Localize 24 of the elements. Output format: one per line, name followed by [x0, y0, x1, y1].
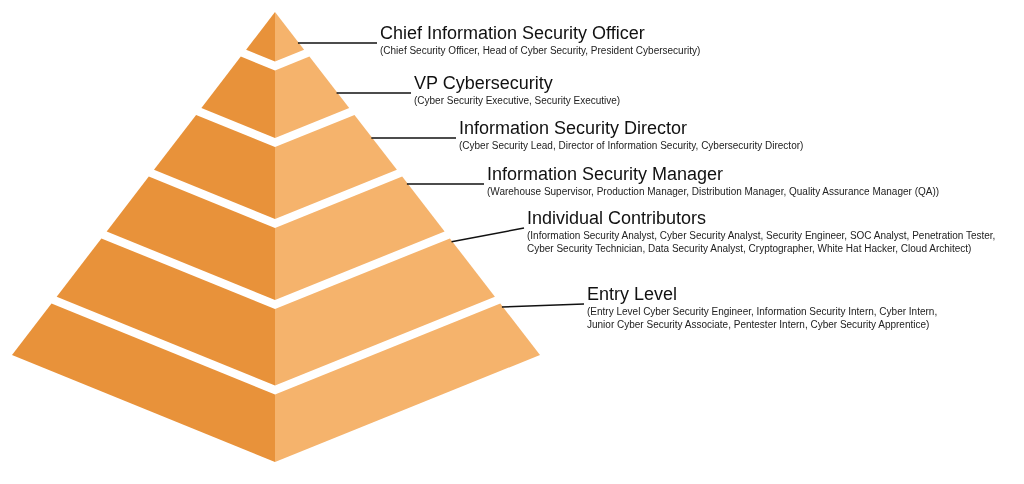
tier-description: (Information Security Analyst, Cyber Security Analyst, Security Engineer, SOC Analyst, Penetration Tester, Cyber Security Technician, Data Security Analyst, Cryptographer, White Hat Hacker, Cloud Architect) [527, 229, 997, 255]
pyramid-tier [201, 56, 350, 138]
leader-line [406, 183, 485, 185]
leader-line [335, 92, 412, 94]
pyramid-tier [56, 238, 495, 386]
tier-description: (Cyber Security Executive, Security Executive) [414, 94, 622, 107]
tier-title: Entry Level [587, 283, 678, 305]
tier-title: Individual Contributors [527, 207, 707, 229]
leader-line [450, 227, 525, 243]
tier-title: Information Security Director [459, 117, 688, 139]
tier-description: (Cyber Security Lead, Director of Information Security, Cybersecurity Director) [459, 139, 805, 152]
tier-title: VP Cybersecurity [414, 72, 553, 94]
pyramid-tier [154, 114, 397, 219]
pyramid-tier [12, 303, 540, 462]
tier-description: (Warehouse Supervisor, Production Manager, Distribution Manager, Quality Assurance Manager (QA)) [487, 185, 941, 198]
tier-title: Chief Information Security Officer [380, 22, 645, 44]
leader-line [370, 137, 457, 139]
tier-title: Information Security Manager [487, 163, 724, 185]
leader-line [501, 303, 585, 308]
leader-line [297, 42, 378, 44]
pyramid-tier [246, 12, 305, 62]
pyramid-tier [106, 176, 445, 300]
tier-description: (Entry Level Cyber Security Engineer, Information Security Intern, Cyber Intern, Junior Cyber Security Associate, Pentester Intern, Cyber Security Apprentice) [587, 305, 939, 331]
tier-description: (Chief Security Officer, Head of Cyber Security, President Cybersecurity) [380, 44, 702, 57]
